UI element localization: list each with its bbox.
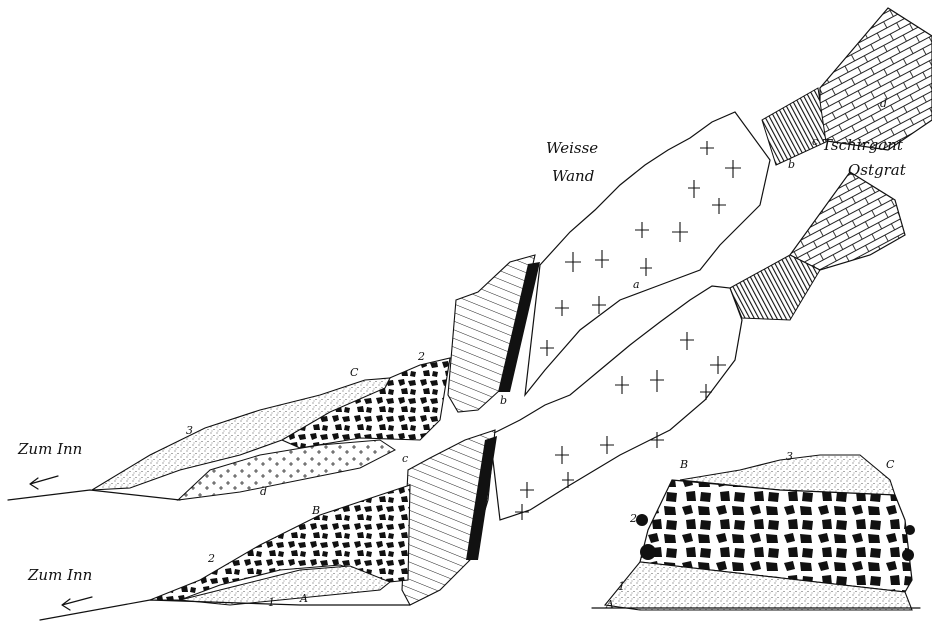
upper-dark-band (762, 88, 826, 165)
label-upper-c-low: c (402, 452, 408, 465)
label-inset-B: B (679, 458, 688, 471)
label-upper-C: C (350, 366, 359, 379)
label-upper-2: 2 (417, 350, 425, 363)
upper-arrow (30, 476, 58, 489)
lower-ground-line (40, 600, 410, 620)
label-upper-3: 3 (186, 424, 193, 437)
label-inset-A: A (605, 598, 614, 611)
inset-boulder-3 (905, 525, 915, 535)
label-inset-1: 1 (618, 580, 625, 593)
label-upper-d: d (880, 97, 887, 110)
upper-limestone-block (820, 8, 932, 150)
inset-boulder-1 (636, 514, 648, 526)
label-lower-2: 2 (207, 552, 215, 565)
label-upper-c: c (812, 135, 818, 148)
label-upper-b-low: b (500, 394, 507, 407)
label-lower-A: A (299, 592, 308, 605)
label-wand: Wand (552, 167, 594, 185)
label-inset-2: 2 (629, 512, 637, 525)
label-ostgrat: Ostgrat (848, 161, 907, 179)
label-upper-a: a (633, 278, 640, 291)
label-upper-b: b (788, 158, 795, 171)
inset-boulder-2 (640, 544, 656, 560)
lower-arrow (62, 597, 92, 610)
label-upper-d-low: d (260, 485, 267, 498)
label-zum-inn-upper: Zum Inn (17, 440, 82, 458)
lower-dark-band (730, 255, 820, 320)
inset-boulder-4 (902, 549, 914, 561)
lower-limestone-block (790, 172, 905, 270)
upper-ground-line (8, 490, 180, 500)
label-lower-B: B (311, 504, 320, 517)
label-inset-C: C (886, 458, 895, 471)
label-inset-3: 3 (786, 450, 793, 463)
label-zum-inn-lower: Zum Inn (27, 566, 92, 584)
label-lower-1: 1 (268, 596, 275, 609)
inset-section (592, 455, 920, 610)
label-weisse: Weisse (546, 139, 598, 157)
label-tschirgant: Tschirgant (822, 136, 904, 154)
